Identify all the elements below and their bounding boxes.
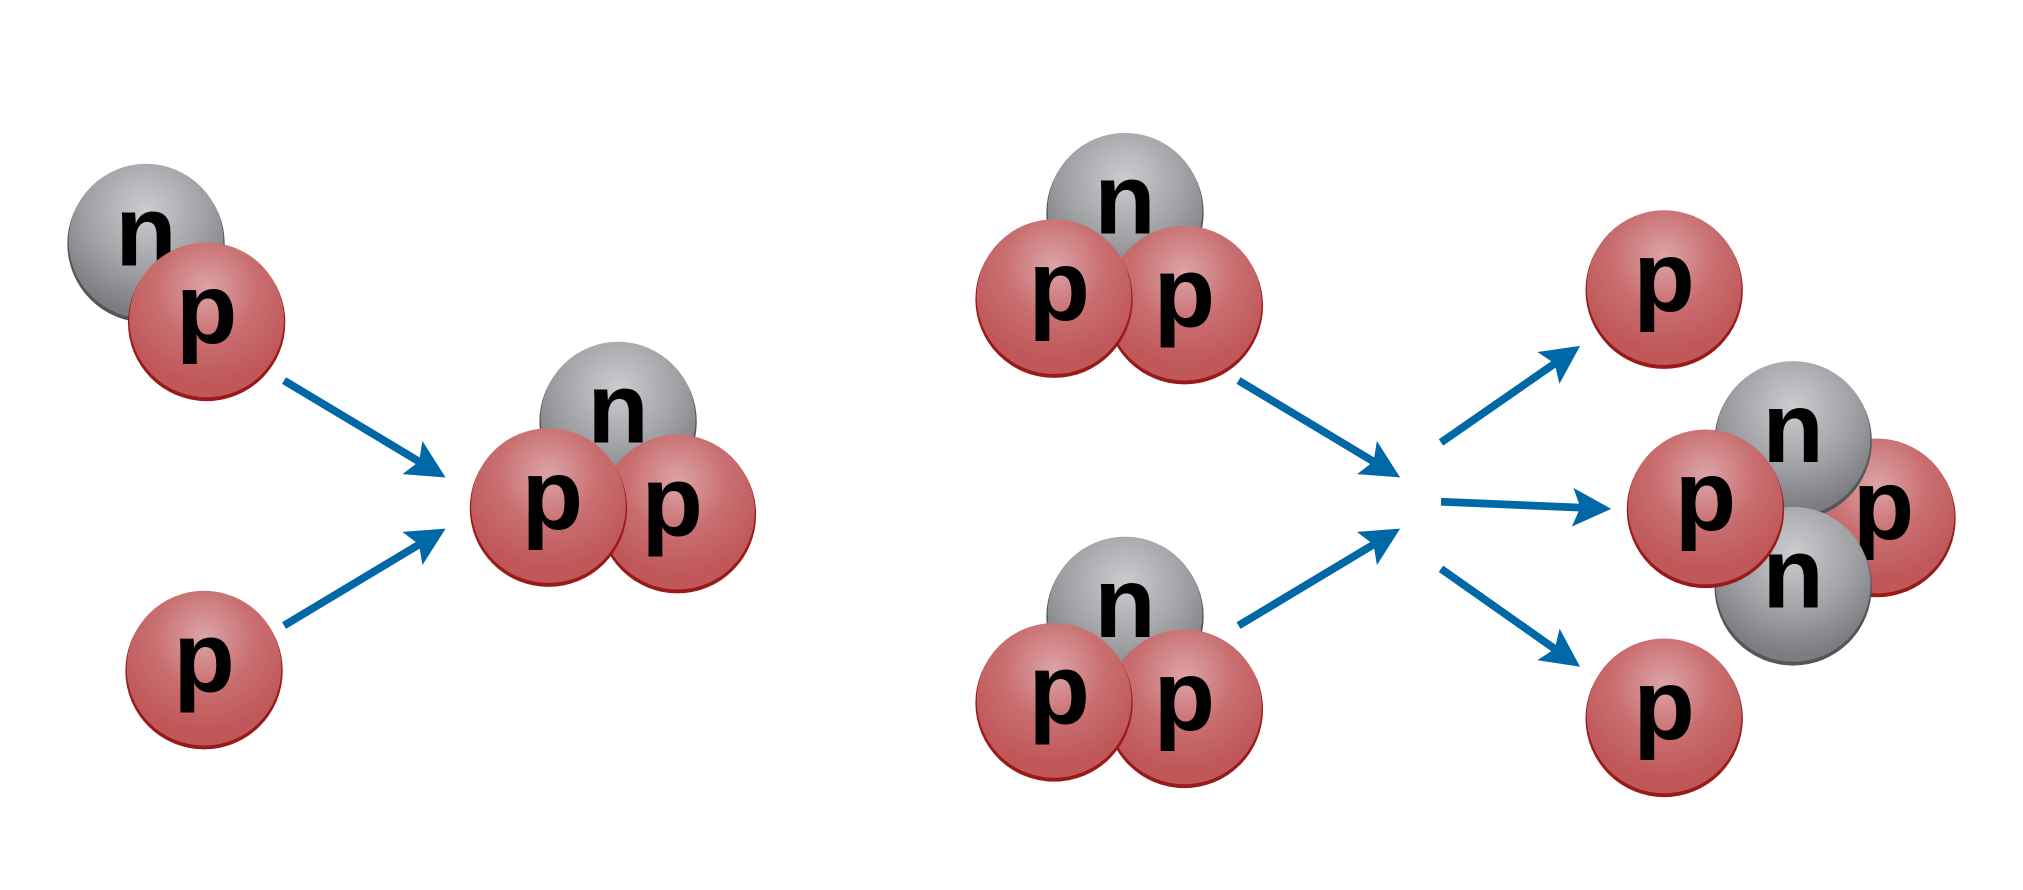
- proton-label: p: [1633, 649, 1694, 761]
- arrow-icon: [1438, 565, 1581, 667]
- proton-product-bottom: p: [1585, 638, 1743, 798]
- helium3-nucleus: n p p: [469, 341, 757, 594]
- proton-label: p: [1028, 634, 1089, 746]
- arrow-icon: [1236, 528, 1401, 629]
- arrows-left: [282, 377, 446, 629]
- proton-label: p: [522, 439, 583, 551]
- proton-label: p: [173, 601, 234, 713]
- neutron-label: n: [1762, 372, 1823, 484]
- arrow-icon: [1440, 487, 1612, 527]
- proton-label: p: [1675, 440, 1736, 552]
- helium4-nucleus: p n n p: [1626, 361, 1956, 666]
- arrow-icon: [1236, 377, 1401, 478]
- proton-label: p: [642, 445, 703, 557]
- proton-label: p: [176, 253, 237, 365]
- deuteron-left: n p: [67, 163, 286, 402]
- proton-label: p: [1028, 230, 1089, 342]
- arrows-middle: [1236, 377, 1401, 629]
- arrow-icon: [282, 528, 446, 629]
- helium3-top: n p p: [975, 132, 1264, 385]
- proton-label: p: [1633, 221, 1694, 333]
- helium3-bottom: n p p: [975, 536, 1264, 789]
- proton-label: p: [1154, 236, 1215, 348]
- proton-product-top: p: [1585, 210, 1743, 369]
- arrows-right: [1438, 345, 1612, 667]
- proton-label: p: [1154, 640, 1215, 752]
- arrow-icon: [282, 377, 446, 478]
- arrow-icon: [1438, 345, 1581, 446]
- proton-left: p: [125, 590, 283, 750]
